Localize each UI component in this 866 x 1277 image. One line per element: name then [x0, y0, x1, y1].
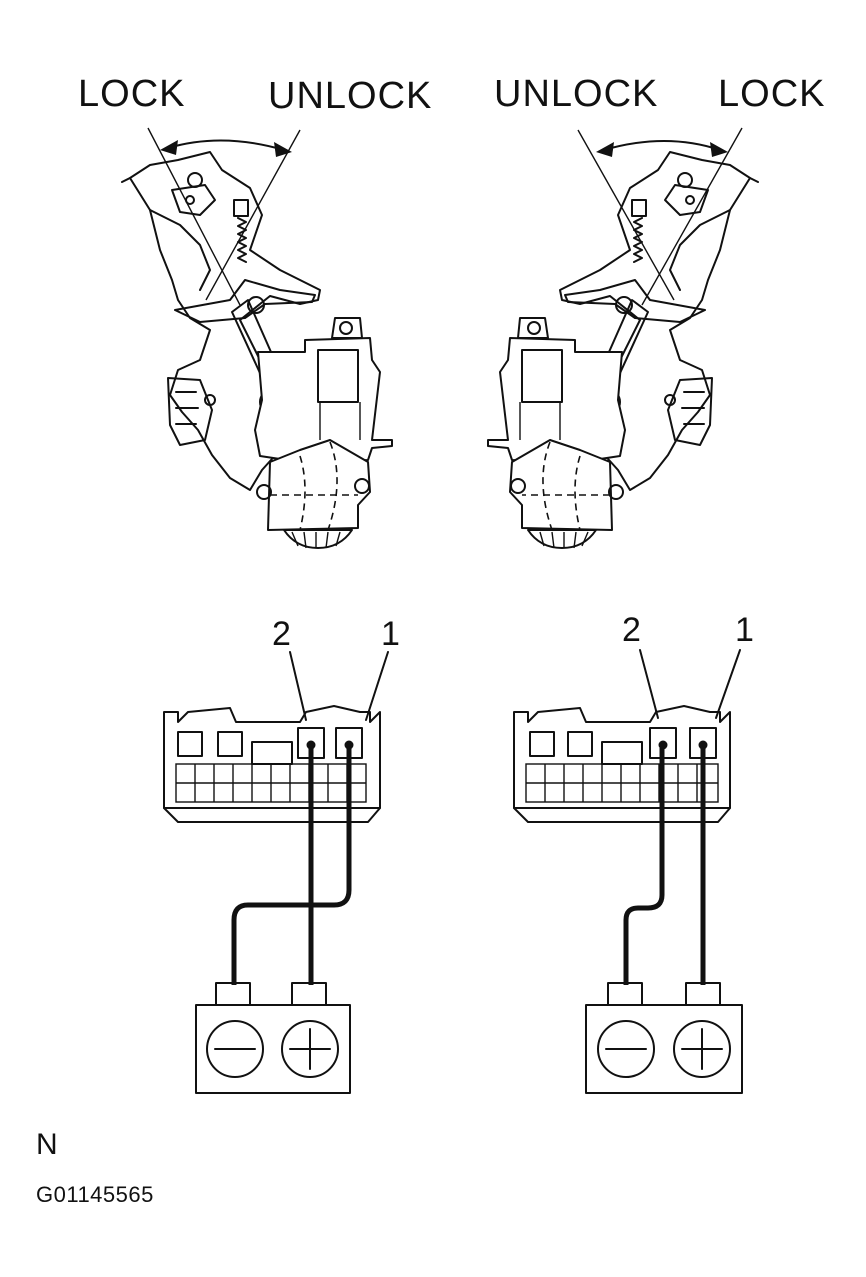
figure-code: G01145565 [36, 1182, 154, 1207]
left-battery [195, 982, 351, 1094]
left-battery-negative-terminal [206, 1020, 264, 1078]
right-pin-1-label: 1 [735, 611, 754, 649]
left-connector [163, 651, 389, 823]
right-lock-label: LOCK [718, 73, 825, 115]
right-connector [513, 649, 741, 823]
right-battery [585, 982, 743, 1094]
right-unlock-label: UNLOCK [494, 73, 658, 115]
left-unlock-label: UNLOCK [268, 75, 432, 117]
left-door-lock-assembly [121, 127, 393, 549]
left-battery-positive-terminal [281, 1020, 339, 1078]
figure-letter: N [36, 1128, 58, 1161]
right-pin-2-label: 2 [622, 611, 641, 649]
right-door-lock-assembly [487, 127, 759, 549]
left-pin-1-label: 1 [381, 615, 400, 653]
left-wires [231, 748, 352, 985]
left-pin-2-label: 2 [272, 615, 291, 653]
right-battery-positive-terminal [673, 1020, 731, 1078]
right-battery-negative-terminal [597, 1020, 655, 1078]
right-wires [623, 748, 706, 985]
left-lock-label: LOCK [78, 73, 185, 115]
